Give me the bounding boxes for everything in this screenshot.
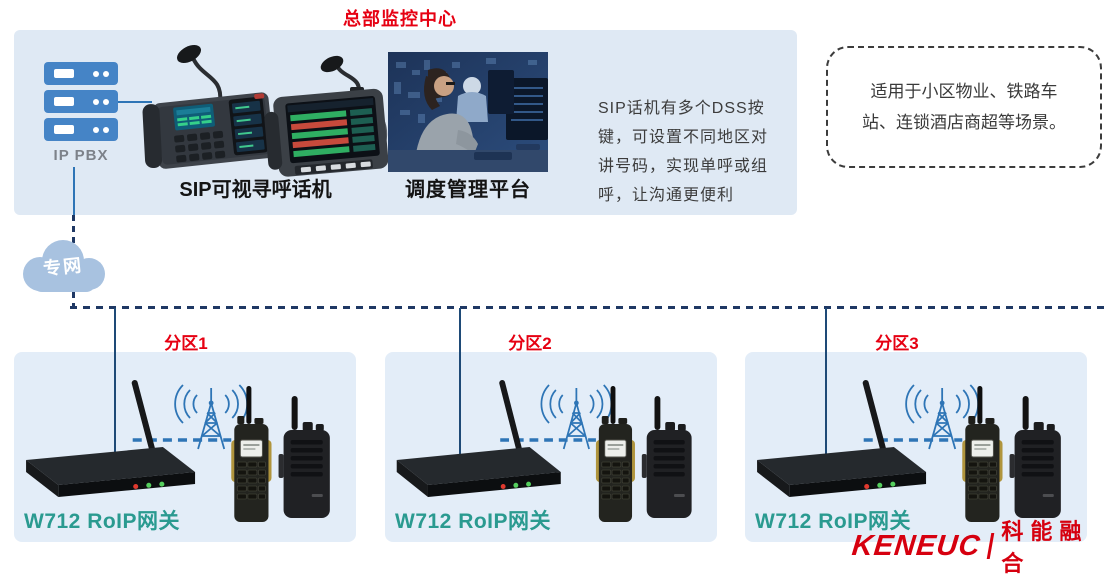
sip-video-phone-icon (264, 55, 389, 177)
scenario-note-box: 适用于小区物业、铁路车站、连锁酒店商超等场景。 (826, 46, 1102, 168)
sip-paging-phone-icon (142, 44, 274, 169)
gateway-label-1: W712 RoIP网关 (24, 510, 181, 533)
zone-1-title: 分区1 (164, 334, 208, 353)
dispatch-platform-label: 调度管理平台 (405, 179, 531, 201)
private-network-cloud-icon: 专网 (14, 236, 112, 294)
zone-panel-3: W712 RoIP网关 (745, 352, 1087, 542)
page-title: 总部监控中心 (343, 9, 457, 29)
gateway-label-2: W712 RoIP网关 (395, 510, 552, 533)
scenario-note-text: 适用于小区物业、铁路车站、连锁酒店商超等场景。 (862, 82, 1066, 132)
brand-logo-en: KENEUC (850, 529, 983, 562)
gateway-label-3: W712 RoIP网关 (755, 510, 912, 533)
brand-logo-cn: 科能融合 (1001, 519, 1089, 576)
zone-2-uplink-line (459, 308, 461, 472)
zone-panel-2: W712 RoIP网关 (385, 352, 717, 542)
sip-phone-description: SIP话机有多个DSS按键，可设置不同地区对讲号码，实现单呼或组呼，让沟通更便利 (598, 100, 769, 204)
brand-logo-separator (987, 533, 995, 559)
network-horizontal-dashed-line (70, 306, 1106, 309)
zone-panel-1: W712 RoIP网关 (14, 352, 356, 542)
brand-logo: KENEUC 科能融合 (850, 514, 1114, 578)
pbx-phone-connector-line (118, 101, 152, 103)
zone-1-uplink-line (114, 308, 116, 472)
zone-3-uplink-line (825, 308, 827, 472)
sip-phone-label: SIP可视寻呼话机 (179, 179, 332, 201)
dispatch-platform-photo (388, 52, 548, 172)
pbx-down-line (73, 167, 75, 215)
zone-3-title: 分区3 (875, 334, 919, 353)
zone-2-title: 分区2 (508, 334, 552, 353)
ip-pbx-icon (44, 62, 118, 146)
ip-pbx-label: IP PBX (53, 147, 109, 164)
